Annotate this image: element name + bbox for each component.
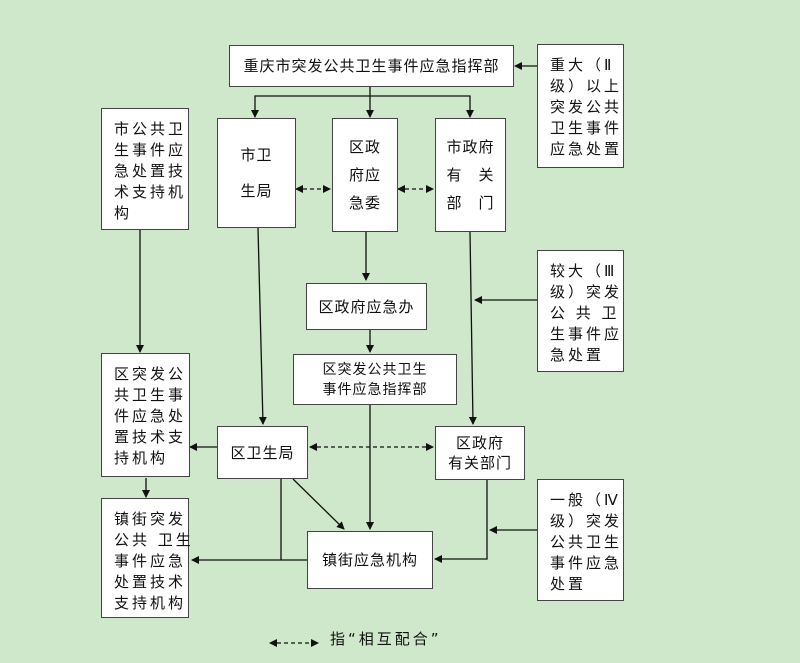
node-label: 置技术支 [114,428,187,446]
node-label: 事件应急指挥部 [322,381,428,398]
node-label: 件应急处 [114,407,187,425]
arrow-city-gov-to-district-gov [468,231,477,425]
legend-label: 指“相互配合” [330,630,442,648]
node-label: 构 [114,204,133,222]
node-label: 区政府 [455,434,504,452]
node-label: 重大（Ⅱ [550,56,615,74]
node-label: 市卫 [240,146,273,164]
node-label: 急委 [348,194,381,212]
node-label: 区突发公 [114,365,187,383]
node-label: 处置技术 [114,573,187,591]
node-label: 市公共卫 [114,120,187,138]
district-emergency-committee: 区政 府应 急委 [332,118,398,232]
node-label: 生事件应 [550,325,623,343]
node-label: 区政 [348,138,381,156]
city-command-hq: 重庆市突发公共卫生事件应急指挥部 [229,45,514,87]
node-label: 区突发公共卫生 [322,361,428,378]
arrow-hq-to-city-health [251,95,370,118]
district-gov-departments: 区政府 有关部门 [435,426,525,480]
node-label: 生局 [240,182,273,200]
district-health-bureau: 区卫生局 [217,426,308,479]
node-label: 有 关 [446,166,495,184]
node-label: 处置 [550,575,587,593]
node-label: 突发公共 [550,98,623,116]
node-label: 公 共 卫 [550,304,620,322]
arrow-district-gov-to-town-emergency [434,480,488,563]
level-ii-response: 重大（Ⅱ 级）以上 突发公共 卫生事件 应急处置 [537,44,624,168]
node-label: 级）突发 [550,283,623,301]
node-label: 区卫生局 [230,443,295,462]
arrow-district-health-to-town-emergency [292,478,345,530]
node-label: 事件应急 [550,554,623,572]
node-label: 急处置技 [114,162,187,180]
node-label: 区政府应急办 [318,297,415,316]
node-label: 应急处置 [550,140,623,158]
node-label: 生事件应 [114,141,187,159]
node-label: 重庆市突发公共卫生事件应急指挥部 [243,57,500,75]
district-command-hq: 区突发公共卫生 事件应急指挥部 [293,354,457,405]
level-iv-response: 一般（Ⅳ 级）突发 公共卫生 事件应急 处置 [537,479,624,601]
district-emergency-office: 区政府应急办 [306,283,427,330]
node-label: 级）以上 [550,77,623,95]
district-tech-support: 区突发公 共卫生事 件应急处 置技术支 持机构 [101,353,190,477]
town-tech-support: 镇街突发 公共 卫生 事件应急 处置技术 支持机构 [101,498,191,618]
node-label: 镇街突发 [114,510,187,528]
node-label: 支持机构 [114,594,187,612]
node-label: 级）突发 [550,512,623,530]
node-label: 市政府 [446,138,495,156]
city-gov-departments: 市政府 有 关 部 门 [435,118,506,232]
level-iii-response: 较大（Ⅲ 级）突发 公 共 卫 生事件应 急处置 [537,250,624,372]
arrow-city-health-to-district-health [257,227,267,425]
node-label: 府应 [348,166,381,184]
node-label: 事件应急 [114,552,187,570]
node-label: 公共卫生 [550,533,623,551]
node-label: 卫生事件 [550,119,623,137]
node-label: 公共 卫生 [114,531,194,549]
node-label: 持机构 [114,449,169,467]
town-emergency-agency: 镇街应急机构 [307,531,433,589]
legend: 指“相互配合” [330,628,442,649]
node-label: 共卫生事 [114,386,187,404]
arrow-hq-to-city-gov-depts [370,95,474,118]
city-tech-support: 市公共卫 生事件应 急处置技 术支持机 构 [101,108,189,230]
node-label: 术支持机 [114,183,187,201]
node-label: 有关部门 [447,454,512,472]
node-label: 较大（Ⅲ [550,262,618,280]
node-label: 一般（Ⅳ [550,491,621,509]
city-health-bureau: 市卫 生局 [217,118,296,228]
node-label: 急处置 [550,346,605,364]
node-label: 部 门 [446,194,495,212]
node-label: 镇街应急机构 [321,551,418,569]
